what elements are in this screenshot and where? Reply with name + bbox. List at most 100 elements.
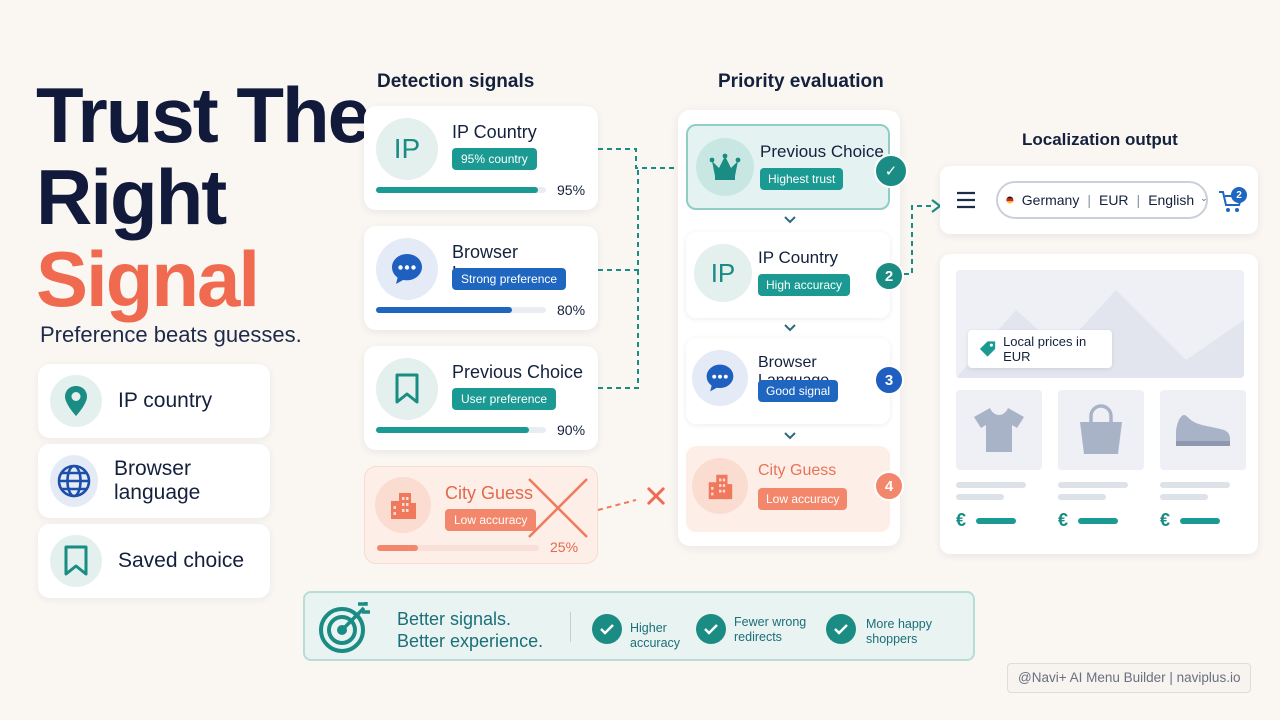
benefit-line1: More happy: [866, 617, 933, 631]
signal-name: IP Country: [452, 122, 537, 142]
product-tshirt[interactable]: [956, 390, 1042, 470]
euro-symbol: €: [956, 510, 967, 530]
product-bag[interactable]: [1058, 390, 1144, 470]
signal-percent: 80%: [557, 302, 586, 318]
signal-card-ip-country: IP IP Country 95% country 95%: [364, 106, 598, 210]
signal-percent: 90%: [557, 422, 586, 438]
price-placeholder: [1078, 518, 1118, 524]
signal-bar-fill: [376, 427, 529, 433]
building-icon: [375, 477, 431, 533]
priority-item-ip-country: IP IP Country High accuracy: [686, 232, 890, 318]
locale-country: Germany: [1021, 192, 1080, 208]
bookmark-icon: [376, 358, 438, 420]
priority-item-previous-choice: Previous Choice Highest trust: [686, 124, 890, 210]
locale-selector[interactable]: Germany | EUR | English: [996, 181, 1208, 219]
feature-browser-language: Browser language: [38, 444, 270, 518]
feature-ip-country: IP country: [38, 364, 270, 438]
rank-badge-1: ✓: [874, 154, 908, 188]
title-line-1: Trust The: [36, 71, 371, 159]
product-title-placeholder: [1058, 482, 1128, 488]
benefit-line2: redirects: [734, 630, 782, 644]
signal-tag: Low accuracy: [445, 509, 537, 531]
signal-tag: User preference: [452, 388, 557, 410]
signal-name: Previous Choice: [452, 362, 584, 382]
signal-card-previous-choice: Previous Choice User preference 90%: [364, 346, 598, 450]
priority-tag: Highest trust: [760, 168, 844, 190]
rank-badge-3: 3: [874, 365, 904, 395]
signal-card-browser-language: Browser Language Strong preference 80%: [364, 226, 598, 330]
priority-item-browser-language: Browser Language Good signal: [686, 338, 890, 424]
ip-icon-text: IP: [393, 133, 421, 164]
signal-name: City Guess: [445, 483, 534, 503]
priority-tag: Low accuracy: [758, 488, 848, 510]
priority-name: IP Country: [758, 248, 839, 267]
signal-tag: Strong preference: [452, 268, 567, 290]
output-connector: [904, 199, 942, 275]
ip-icon-text: IP: [710, 257, 736, 288]
price-tag-icon: [979, 341, 996, 357]
signal-tag: 95% country: [452, 148, 537, 170]
signal-bar-fill: [376, 187, 538, 193]
germany-flag-icon: [1006, 196, 1014, 204]
cart-count-badge: 2: [1231, 187, 1247, 203]
signal-bar: [376, 307, 546, 313]
feature-label: Saved choice: [118, 549, 245, 572]
globe-icon: [50, 455, 98, 507]
signal-bar-fill: [376, 307, 512, 313]
crown-icon: [696, 138, 754, 196]
benefits-banner: [303, 591, 975, 661]
bookmark-icon: [50, 535, 102, 587]
title-line-3: Signal: [36, 235, 260, 323]
benefit-line2: shoppers: [866, 632, 918, 646]
product-subtitle-placeholder: [1058, 494, 1106, 500]
euro-symbol: €: [1160, 510, 1171, 530]
locale-language: English: [1148, 192, 1195, 208]
connector-lines: [597, 148, 690, 511]
locale-separator: |: [1087, 192, 1091, 208]
check-icon: [696, 614, 726, 644]
priority-name: City Guess: [758, 462, 837, 479]
locale-separator: |: [1136, 192, 1141, 208]
local-price-chip: Local prices in EUR: [968, 330, 1112, 368]
check-icon: [826, 614, 856, 644]
title-line-2: Right: [36, 153, 227, 241]
priority-tag: Good signal: [758, 380, 839, 402]
product-subtitle-placeholder: [956, 494, 1004, 500]
target-icon: [319, 602, 370, 653]
rank-badge-4: 4: [874, 471, 904, 501]
price-chip-label: Local prices in EUR: [1003, 334, 1087, 364]
priority-name: Previous Choice: [760, 142, 884, 161]
chevron-down-icon: [783, 320, 797, 336]
signal-bar: [376, 187, 546, 193]
chevron-down-icon: [783, 428, 797, 444]
rejected-cross-icon: [528, 478, 588, 538]
hamburger-menu-icon[interactable]: [956, 191, 976, 209]
signal-card-city-guess: City Guess Low accuracy 25%: [364, 466, 598, 564]
product-title-placeholder: [956, 482, 1026, 488]
building-icon: [692, 458, 748, 514]
chat-bubble-icon: [376, 238, 438, 300]
feature-label: IP country: [118, 389, 213, 412]
banner-headline-2: Better experience.: [397, 631, 544, 651]
signal-bar: [376, 427, 546, 433]
watermark: @Navi+ AI Menu Builder | naviplus.io: [1007, 663, 1252, 693]
signal-percent: 95%: [557, 182, 586, 198]
price-placeholder: [976, 518, 1016, 524]
sneaker-icon: [1176, 415, 1230, 446]
benefit-line1: Higher: [630, 621, 667, 635]
priority-item-city-guess: City Guess Low accuracy: [686, 446, 890, 532]
signal-percent: 25%: [550, 539, 579, 555]
benefit-line2: accuracy: [630, 636, 681, 650]
detection-heading: Detection signals: [377, 71, 535, 92]
euro-symbol: €: [1058, 510, 1069, 530]
product-subtitle-placeholder: [1160, 494, 1208, 500]
feature-label: Browser language: [113, 457, 201, 504]
signal-bar-fill: [377, 545, 418, 551]
rank-badge-2: 2: [874, 261, 904, 291]
location-pin-icon: [50, 375, 102, 427]
check-icon: [592, 614, 622, 644]
locale-currency: EUR: [1098, 192, 1129, 208]
banner-divider: [570, 612, 571, 642]
product-shoe[interactable]: [1160, 390, 1246, 470]
handbag-icon: [1080, 404, 1122, 454]
